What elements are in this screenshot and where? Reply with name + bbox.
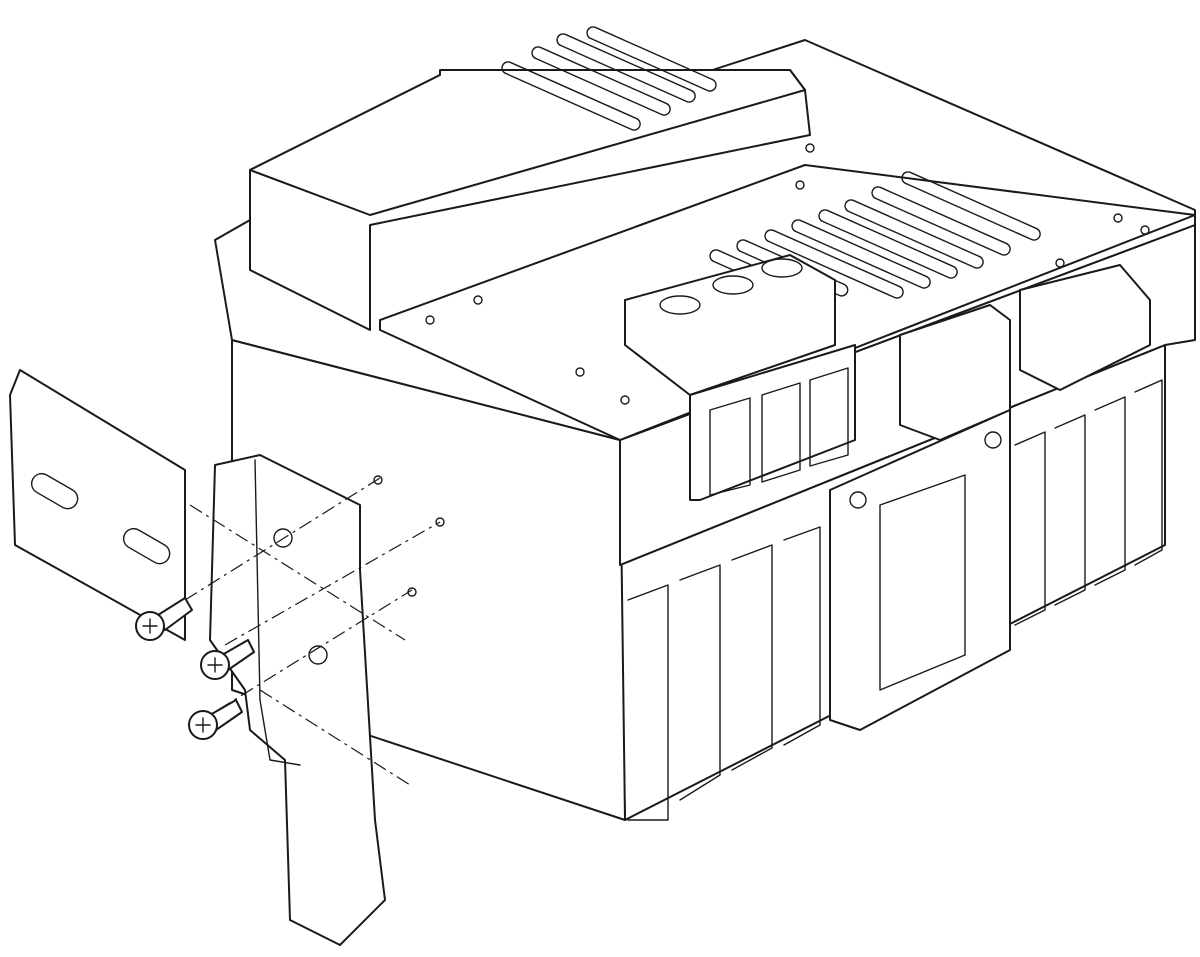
screw-holes (425, 143, 1150, 405)
raised-cover-top (249, 69, 806, 216)
screws (135, 597, 255, 740)
screw-icon (200, 639, 255, 680)
control-connectors (829, 264, 1151, 731)
alignment-lines (184, 475, 445, 786)
screw-icon (135, 597, 193, 641)
power-terminal-block (624, 254, 856, 501)
mounting-bracket (209, 454, 386, 946)
screw-icon (188, 699, 243, 740)
din-rail (9, 369, 186, 641)
